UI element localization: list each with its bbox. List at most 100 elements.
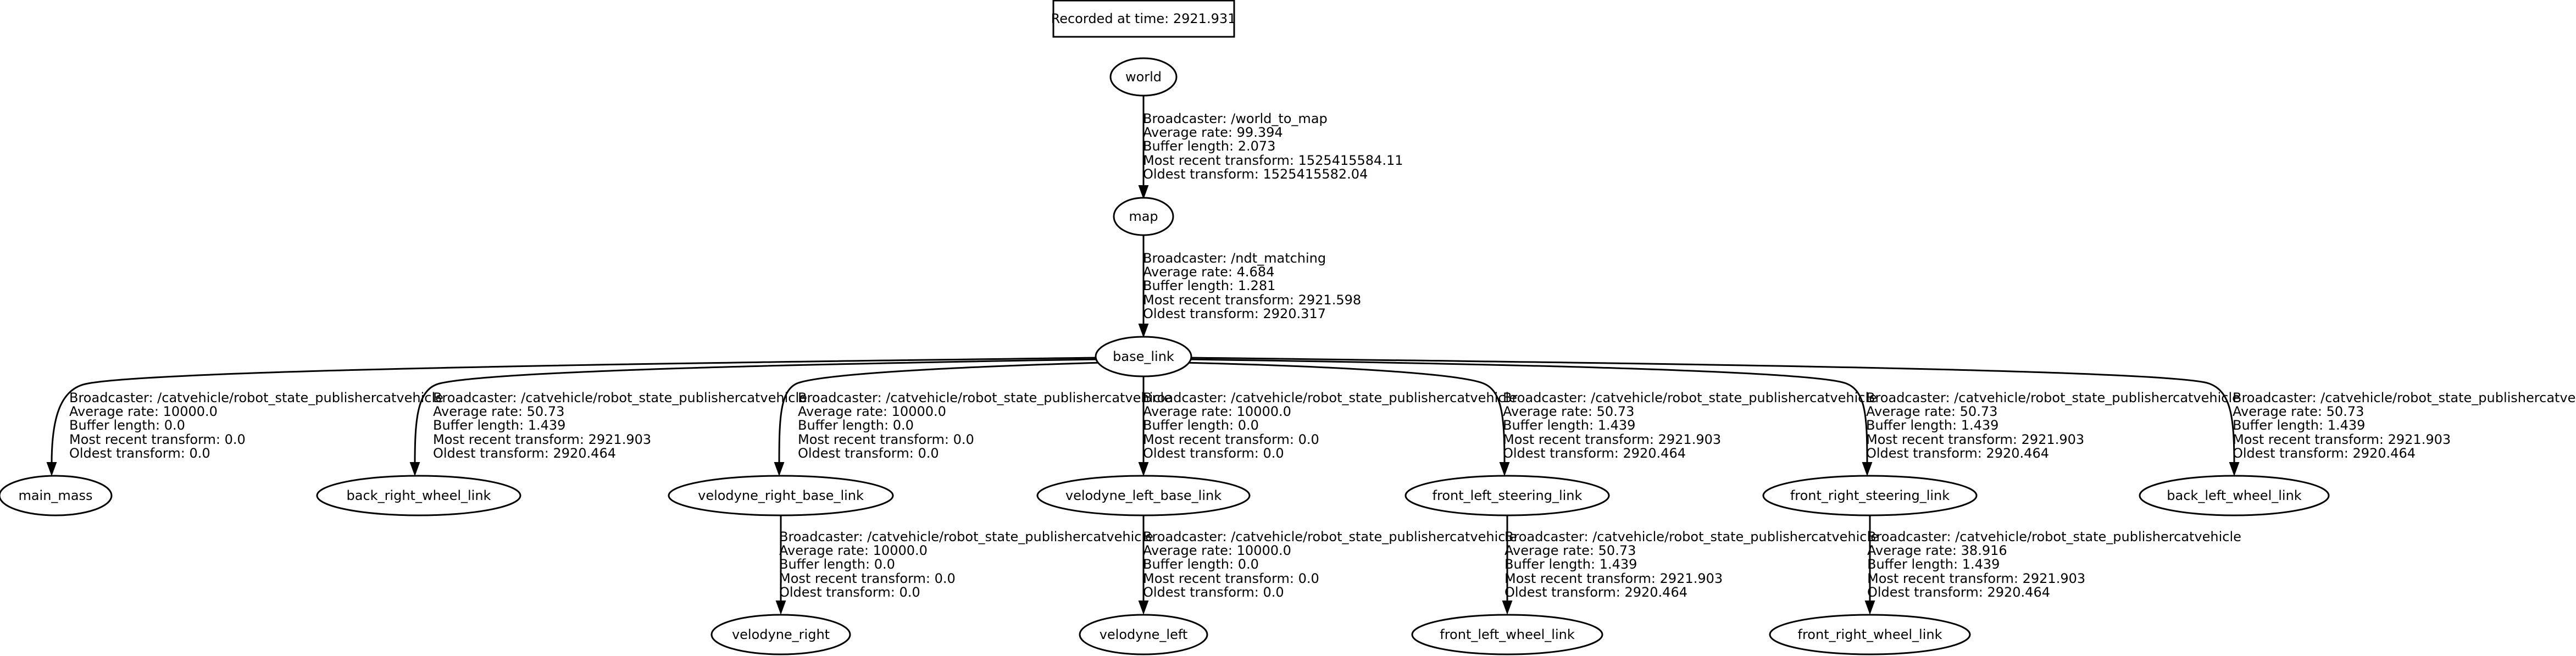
edge-label-line: Average rate: 10000.0 xyxy=(69,404,218,419)
node-world[interactable]: world xyxy=(1109,57,1178,97)
edge-label-line: Most recent transform: 0.0 xyxy=(1143,571,1319,586)
edge-label-map-base-link: Broadcaster: /ndt_matching Average rate:… xyxy=(1143,251,1365,321)
edge-label-front-left-steering-front-left-wheel: Broadcaster: /catvehicle/robot_state_pub… xyxy=(1504,529,1883,600)
edge-label-line: Buffer length: 0.0 xyxy=(798,418,914,433)
edge-label-line: Average rate: 38.916 xyxy=(1867,543,2007,558)
node-label: velodyne_right xyxy=(732,627,830,642)
edge-label-line: Oldest transform: 2920.464 xyxy=(1866,446,2049,461)
edge-label-line: Buffer length: 0.0 xyxy=(1143,557,1259,572)
edge-label-line: Buffer length: 1.281 xyxy=(1143,278,1275,293)
edge-label-base-link-velodyne-right-base: Broadcaster: /catvehicle/robot_state_pub… xyxy=(798,390,1176,461)
node-velodyne-left[interactable]: velodyne_left xyxy=(1079,614,1208,655)
node-front-left-steering-link[interactable]: front_left_steering_link xyxy=(1404,475,1610,516)
node-front-right-wheel-link[interactable]: front_right_wheel_link xyxy=(1769,614,1971,655)
edge-label-line: Broadcaster: /catvehicle/robot_state_pub… xyxy=(798,390,1172,405)
edge-label-line: Oldest transform: 2920.464 xyxy=(1504,585,1687,600)
nodes: world map base_link main_mass back_right… xyxy=(0,57,2330,655)
node-label: map xyxy=(1129,209,1158,224)
edge-world-map xyxy=(1138,96,1149,199)
edge-label-line: Average rate: 10000.0 xyxy=(798,404,946,419)
edge-label-line: Most recent transform: 2921.903 xyxy=(2233,432,2451,447)
edge-label-line: Average rate: 4.684 xyxy=(1143,264,1274,280)
edge-label-line: Buffer length: 1.439 xyxy=(2233,418,2365,433)
edge-label-line: Broadcaster: /ndt_matching xyxy=(1143,251,1326,266)
edge-base-link-back-right-wheel xyxy=(409,358,1100,476)
edge-label-line: Broadcaster: /catvehicle/robot_state_pub… xyxy=(779,529,1153,544)
node-velodyne-left-base-link[interactable]: velodyne_left_base_link xyxy=(1036,475,1251,516)
edge-label-line: Most recent transform: 0.0 xyxy=(69,432,246,447)
recorded-time-box: Recorded at time: 2921.931 xyxy=(1051,0,1236,38)
edge-map-base-link xyxy=(1138,235,1149,338)
node-label: velodyne_left xyxy=(1100,627,1188,642)
node-velodyne-right-base-link[interactable]: velodyne_right_base_link xyxy=(668,475,894,516)
edge-label-line: Broadcaster: /catvehicle/robot_state_pub… xyxy=(69,390,443,405)
edge-label-line: Average rate: 10000.0 xyxy=(779,543,928,558)
edge-label-world-map: Broadcaster: /world_to_map Average rate:… xyxy=(1143,111,1407,182)
edge-label-line: Oldest transform: 2920.464 xyxy=(2233,446,2416,461)
edge-label-line: Broadcaster: /catvehicle/robot_state_pub… xyxy=(1867,529,2241,544)
node-label: base_link xyxy=(1113,349,1174,364)
edge-label-line: Most recent transform: 2921.598 xyxy=(1143,292,1361,308)
edge-label-line: Broadcaster: /catvehicle/robot_state_pub… xyxy=(1866,390,2240,405)
edge-label-line: Average rate: 10000.0 xyxy=(1143,543,1291,558)
edge-label-line: Oldest transform: 0.0 xyxy=(69,446,210,461)
edge-label-line: Most recent transform: 0.0 xyxy=(779,571,956,586)
edge-label-line: Buffer length: 0.0 xyxy=(69,418,185,433)
edge-label-line: Oldest transform: 0.0 xyxy=(779,585,920,600)
edge-label-line: Buffer length: 0.0 xyxy=(1143,418,1259,433)
edge-label-line: Average rate: 50.73 xyxy=(2233,404,2364,419)
edge-label-line: Broadcaster: /catvehicle/robot_state_pub… xyxy=(1143,390,1517,405)
edge-base-link-velodyne-left-base xyxy=(1138,377,1149,476)
edge-label-line: Oldest transform: 0.0 xyxy=(1143,446,1284,461)
edge-label-line: Average rate: 50.73 xyxy=(1866,404,1997,419)
node-map[interactable]: map xyxy=(1113,197,1174,236)
edges xyxy=(46,96,2240,615)
node-front-right-steering-link[interactable]: front_right_steering_link xyxy=(1762,475,1978,516)
edge-base-link-back-left-wheel xyxy=(1187,357,2240,476)
node-main-mass[interactable]: main_mass xyxy=(0,475,113,516)
edge-front-left-steering-front-left-wheel xyxy=(1502,515,1513,615)
edge-base-link-main-mass xyxy=(46,357,1100,476)
edge-label-line: Oldest transform: 0.0 xyxy=(1143,585,1284,600)
node-label: front_right_steering_link xyxy=(1790,488,1950,503)
edge-label-line: Most recent transform: 0.0 xyxy=(798,432,974,447)
edge-label-line: Oldest transform: 2920.464 xyxy=(1503,446,1686,461)
edge-label-line: Buffer length: 1.439 xyxy=(1504,557,1637,572)
edge-label-front-right-steering-front-right-wheel: Broadcaster: /catvehicle/robot_state_pub… xyxy=(1867,529,2246,600)
node-velodyne-right[interactable]: velodyne_right xyxy=(710,614,851,655)
edge-label-line: Oldest transform: 2920.464 xyxy=(1867,585,2050,600)
node-label: front_left_steering_link xyxy=(1433,488,1583,503)
node-label: world xyxy=(1125,69,1162,85)
node-label: velodyne_left_base_link xyxy=(1065,488,1222,503)
edge-label-line: Broadcaster: /catvehicle/robot_state_pub… xyxy=(433,390,807,405)
edge-label-line: Most recent transform: 0.0 xyxy=(1143,432,1319,447)
node-base-link[interactable]: base_link xyxy=(1095,336,1192,377)
edge-label-line: Average rate: 50.73 xyxy=(433,404,564,419)
edge-label-line: Broadcaster: /world_to_map xyxy=(1143,111,1328,126)
edge-label-line: Oldest transform: 0.0 xyxy=(798,446,939,461)
edge-label-line: Most recent transform: 1525415584.11 xyxy=(1143,153,1403,168)
edge-label-line: Buffer length: 1.439 xyxy=(433,418,565,433)
edge-label-line: Buffer length: 1.439 xyxy=(1866,418,1998,433)
node-back-right-wheel-link[interactable]: back_right_wheel_link xyxy=(316,475,521,516)
edge-label-line: Broadcaster: /catvehicle/robot_state_pub… xyxy=(2233,390,2576,405)
edge-label-line: Buffer length: 1.439 xyxy=(1867,557,2000,572)
edge-base-link-front-left-steering xyxy=(1184,362,1510,476)
node-label: front_left_wheel_link xyxy=(1440,627,1575,642)
edge-label-line: Buffer length: 2.073 xyxy=(1143,138,1275,154)
edge-label-base-link-back-right-wheel: Broadcaster: /catvehicle/robot_state_pub… xyxy=(433,390,812,461)
node-back-left-wheel-link[interactable]: back_left_wheel_link xyxy=(2139,475,2330,516)
edge-label-line: Most recent transform: 2921.903 xyxy=(1867,571,2085,586)
recorded-time-label: Recorded at time: 2921.931 xyxy=(1051,11,1236,26)
edge-label-base-link-front-right-steering: Broadcaster: /catvehicle/robot_state_pub… xyxy=(1866,390,2245,461)
edge-label-line: Average rate: 50.73 xyxy=(1504,543,1636,558)
node-label: main_mass xyxy=(18,488,92,503)
edge-label-line: Buffer length: 1.439 xyxy=(1503,418,1635,433)
edge-label-line: Most recent transform: 2921.903 xyxy=(433,432,651,447)
node-front-left-wheel-link[interactable]: front_left_wheel_link xyxy=(1411,614,1603,655)
edge-label-base-link-back-left-wheel: Broadcaster: /catvehicle/robot_state_pub… xyxy=(2233,390,2576,461)
edge-labels: Broadcaster: /world_to_map Average rate:… xyxy=(69,111,2576,600)
edge-label-base-link-velodyne-left-base: Broadcaster: /catvehicle/robot_state_pub… xyxy=(1143,390,1522,461)
edge-velodyne-left-base-velodyne-left xyxy=(1138,515,1149,615)
